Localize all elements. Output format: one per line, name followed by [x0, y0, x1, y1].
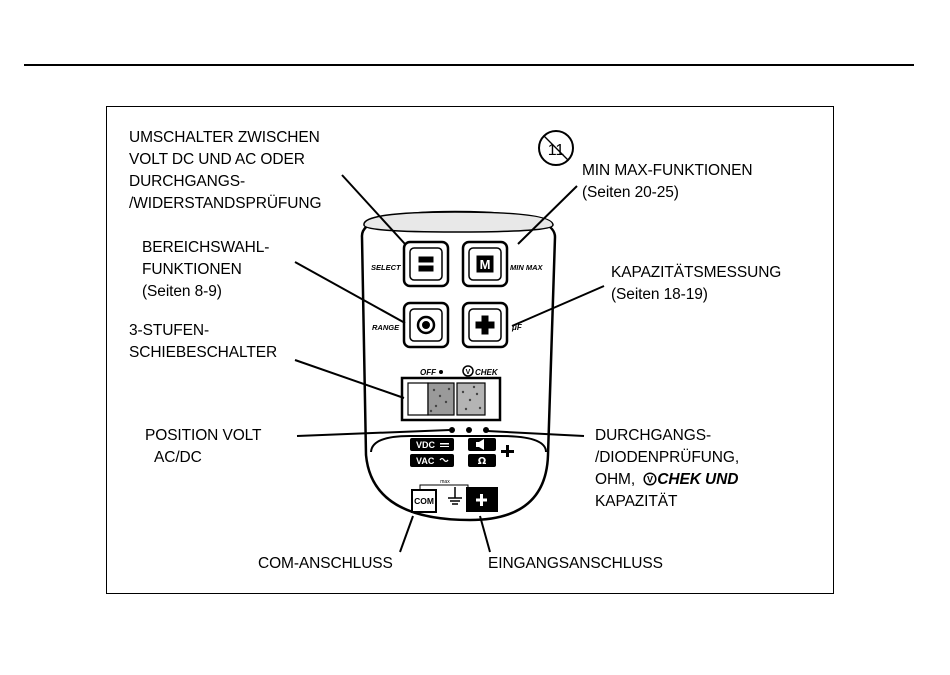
label-bereich-line1: BEREICHSWAHL- — [142, 239, 270, 256]
select-label: SELECT — [371, 263, 402, 272]
svg-text:V: V — [466, 369, 471, 376]
minmax-button: M — [461, 240, 509, 288]
com-terminal — [411, 489, 437, 513]
leader-lines — [294, 174, 605, 553]
indicator-dot-1 — [449, 427, 455, 433]
label-durchgang-line4: KAPAZITÄT — [595, 493, 678, 510]
select-button — [402, 240, 450, 288]
label-umschalter-line2: VOLT DC UND AC ODER — [129, 151, 305, 168]
label-umschalter-line4: /WIDERSTANDSPRÜFUNG — [129, 195, 322, 212]
label-kapazitaet-line2: (Seiten 18-19) — [611, 286, 708, 303]
ground-icon — [448, 487, 462, 505]
label-com: COM-ANSCHLUSS — [258, 553, 393, 575]
svg-text:max: max — [440, 479, 450, 485]
figure-frame — [106, 106, 834, 594]
off-label: OFF — [420, 368, 437, 377]
off-dot — [439, 370, 443, 374]
label-stufen-line1: 3-STUFEN- — [129, 322, 210, 339]
indicator-dot-2 — [466, 427, 472, 433]
input-plus-icon — [476, 494, 487, 506]
label-eingang: EINGANGSANSCHLUSS — [488, 553, 663, 575]
vdc-badge — [410, 438, 454, 451]
label-durchgang-line1: DURCHGANGS- — [595, 427, 712, 444]
label-eingang-text: EINGANGSANSCHLUSS — [488, 555, 663, 572]
label-bereich-line2: FUNKTIONEN — [142, 261, 242, 278]
minmax-label: MIN MAX — [510, 263, 543, 272]
range-label: RANGE — [372, 323, 400, 332]
lower-panel-outline — [370, 435, 547, 453]
com-terminal-label: COM — [414, 496, 434, 506]
slide-switch-knob-right — [456, 382, 486, 416]
vchek-symbol: V — [462, 365, 474, 377]
label-umschalter: UMSCHALTER ZWISCHEN VOLT DC UND AC ODER … — [129, 127, 322, 215]
capacitance-button — [461, 301, 509, 349]
label-durchgang-line2: /DIODENPRÜFUNG, — [595, 449, 740, 466]
slide-switch-left — [407, 382, 429, 416]
label-minmax-line2: (Seiten 20-25) — [582, 184, 679, 201]
label-durchgang: DURCHGANGS- /DIODENPRÜFUNG, OHM, V CHEK … — [595, 425, 739, 513]
label-minmax: MIN MAX-FUNKTIONEN (Seiten 20-25) — [582, 160, 753, 204]
vac-label: VAC — [416, 456, 435, 466]
ohm-badge — [468, 454, 496, 467]
label-umschalter-line1: UMSCHALTER ZWISCHEN — [129, 129, 320, 146]
uf-label: μF — [511, 323, 523, 332]
label-kapazitaet-line1: KAPAZITÄTSMESSUNG — [611, 264, 782, 281]
vchek-inline-icon: V — [643, 472, 657, 486]
vac-badge — [410, 454, 454, 467]
range-button — [402, 301, 450, 349]
label-stufen-line2: SCHIEBESCHALTER — [129, 344, 278, 361]
speaker-icon — [476, 439, 484, 450]
figure-number-text: 11 — [548, 142, 565, 159]
slide-switch-knob-left — [427, 382, 455, 416]
label-durchgang-ohm: OHM, — [595, 471, 636, 488]
label-umschalter-line3: DURCHGANGS- — [129, 173, 246, 190]
label-durchgang-line3: OHM, V CHEK UND — [595, 469, 739, 491]
device-top-band — [363, 211, 554, 233]
ohm-icon: Ω — [478, 456, 487, 467]
indicator-dot-3 — [483, 427, 489, 433]
vchek-label: CHEK — [475, 368, 499, 377]
device-body — [360, 210, 557, 522]
label-bereich: BEREICHSWAHL- FUNKTIONEN (Seiten 8-9) — [142, 237, 269, 303]
vdc-label: VDC — [416, 440, 436, 450]
plus-mark — [501, 445, 514, 457]
label-durchgang-chek: CHEK UND — [657, 471, 739, 488]
svg-text:V: V — [647, 475, 653, 485]
figure-number-badge — [538, 130, 574, 166]
label-position-line1: POSITION VOLT — [145, 427, 262, 444]
slide-switch-texture — [429, 385, 482, 413]
label-minmax-line1: MIN MAX-FUNKTIONEN — [582, 162, 753, 179]
label-com-text: COM-ANSCHLUSS — [258, 555, 393, 572]
label-stufen: 3-STUFEN- SCHIEBESCHALTER — [129, 320, 277, 364]
label-position-line2: AC/DC — [154, 449, 202, 466]
label-position: POSITION VOLT AC/DC — [145, 425, 262, 469]
label-kapazitaet: KAPAZITÄTSMESSUNG (Seiten 18-19) — [611, 262, 781, 306]
svg-text:M: M — [480, 257, 491, 272]
label-bereich-line3: (Seiten 8-9) — [142, 283, 222, 300]
header-rule — [24, 64, 914, 66]
